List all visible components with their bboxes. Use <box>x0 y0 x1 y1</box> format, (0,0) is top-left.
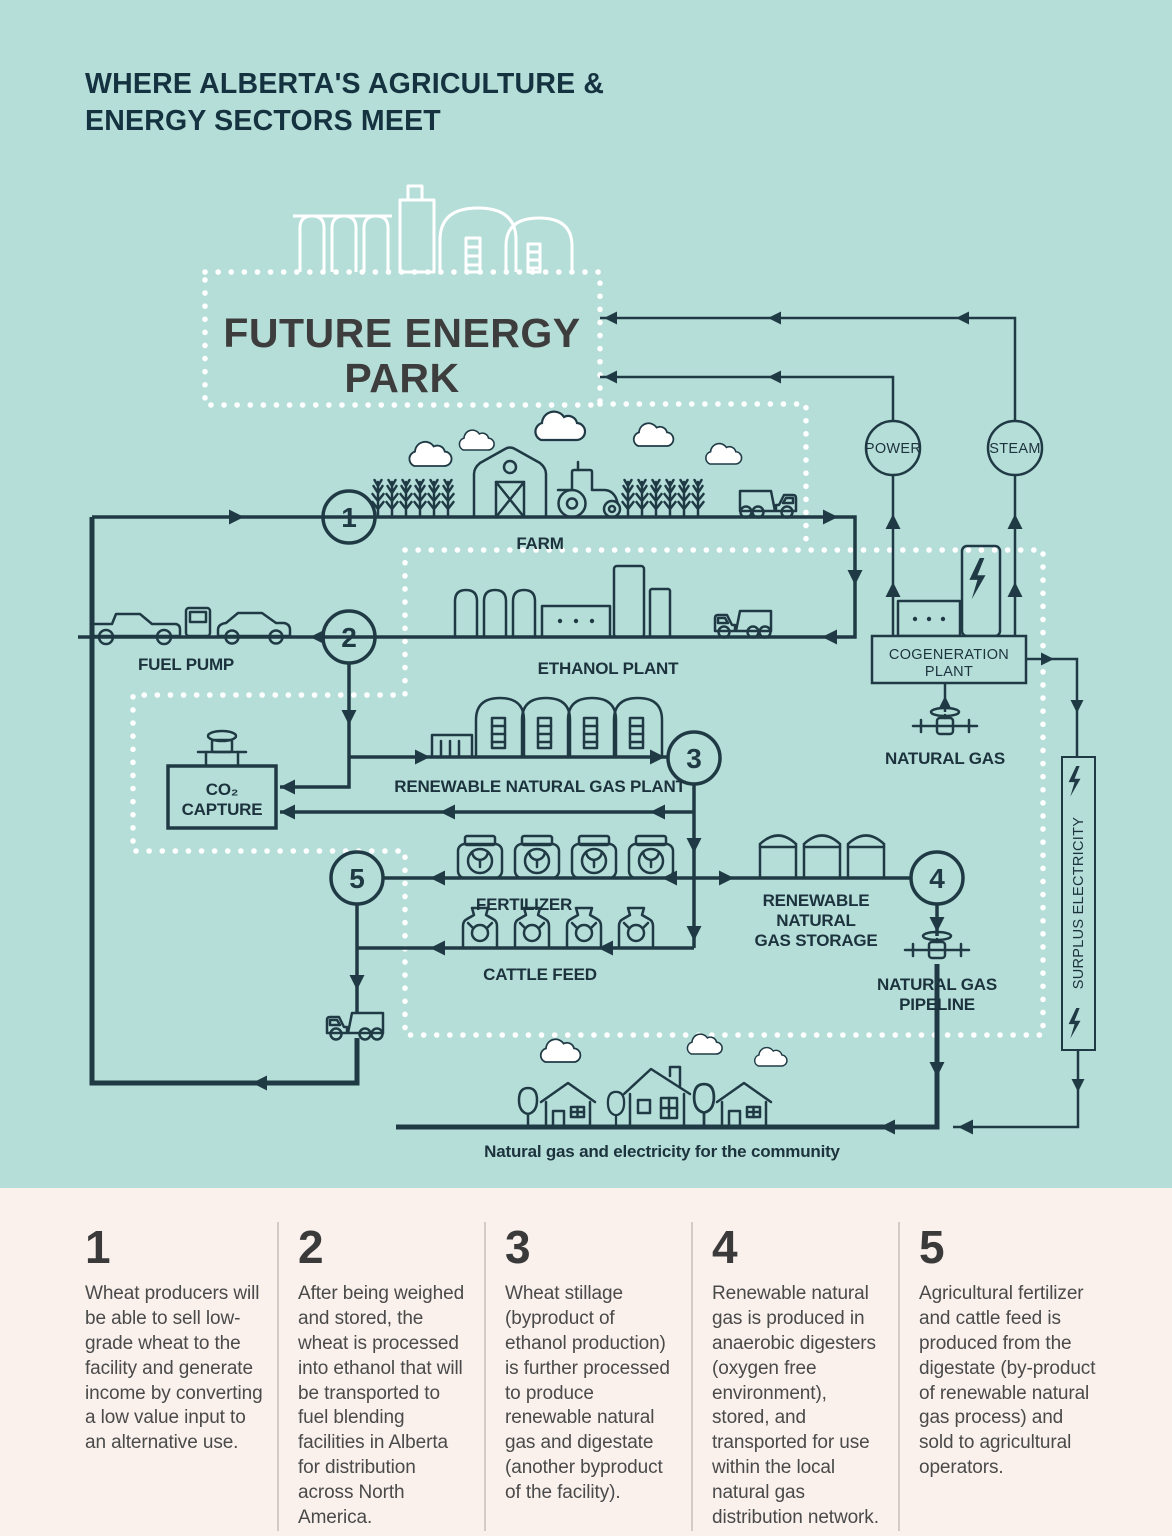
grain-truck-icon <box>738 489 798 519</box>
step-marker-1: 1 <box>321 489 377 545</box>
rng-storage-tanks-icon <box>756 834 888 880</box>
power-node: POWER <box>864 419 922 477</box>
rng-plant-icon <box>430 696 664 759</box>
step-number: 2 <box>298 1221 324 1273</box>
step-number: 5 <box>919 1221 945 1273</box>
co2-label-line1: CO₂ <box>206 780 238 799</box>
surplus-to-community-line <box>953 1050 1080 1129</box>
step-marker-1-number: 1 <box>341 502 357 533</box>
rng-storage-label-line3: GAS STORAGE <box>754 931 877 950</box>
surplus-electricity-box <box>1061 756 1096 1051</box>
ethanol-co2-line <box>280 757 351 789</box>
steam-label: STEAM <box>989 441 1040 457</box>
digestate-truck-icon <box>325 1011 385 1041</box>
houses-icon <box>517 1065 773 1129</box>
co2-capture-node: CO₂ CAPTURE <box>166 729 278 830</box>
step-text: Renewable natural gas is produced in ana… <box>712 1283 879 1528</box>
title-line-1: WHERE ALBERTA'S AGRICULTURE & <box>85 68 605 100</box>
step-text: Wheat producers will be able to sell low… <box>85 1283 263 1454</box>
tractor-icon <box>556 460 622 519</box>
step-number: 3 <box>505 1221 531 1273</box>
ethanol-plant-icon <box>453 564 773 639</box>
power-line <box>600 375 895 636</box>
power-circle <box>864 419 922 477</box>
co2-capture-box <box>166 764 278 830</box>
digestate-return-loop-line <box>89 517 360 1086</box>
step-column-2: 2 After being weighed and stored, the wh… <box>277 1222 484 1531</box>
steam-node: STEAM <box>986 419 1044 477</box>
cloud-icon <box>408 410 743 467</box>
title-line-2: ENERGY SECTORS MEET <box>85 105 441 137</box>
cogeneration-icon <box>896 544 1002 638</box>
step-marker-3: 3 <box>666 730 722 786</box>
surplus-electricity-label: SURPLUS ELECTRICITY <box>1071 817 1087 990</box>
park-name-line2: PARK <box>344 355 459 401</box>
rng-plant-label: RENEWABLE NATURAL GAS PLANT <box>394 777 686 796</box>
cogen-to-surplus-line <box>1026 657 1079 757</box>
step-number: 4 <box>712 1221 738 1273</box>
step-marker-4-number: 4 <box>929 863 945 894</box>
step-markers: 1 2 3 4 5 <box>321 489 965 906</box>
park-name-line1: FUTURE ENERGY <box>223 310 580 356</box>
ethanol-plant-label: ETHANOL PLANT <box>538 659 679 678</box>
co2-label-line2: CAPTURE <box>182 800 263 819</box>
step-text: Wheat stillage (byproduct of ethanol pro… <box>505 1283 670 1503</box>
barn-icon <box>472 446 548 519</box>
rng-storage-label-line2: NATURAL <box>776 911 856 930</box>
lightning-bolt-icon <box>969 558 986 600</box>
dotted-site-outline <box>130 547 1046 1038</box>
cattle-feed-label: CATTLE FEED <box>483 965 597 984</box>
power-label: POWER <box>865 441 921 457</box>
cogeneration-node: COGENERATION PLANT <box>870 544 1028 736</box>
fuel-pump-icon <box>90 606 292 646</box>
steps-columns: 1 Wheat producers will be able to sell l… <box>0 1188 1172 1531</box>
step-marker-5-number: 5 <box>349 863 365 894</box>
ethanol-truck-icon <box>713 609 773 639</box>
step-marker-4: 4 <box>909 850 965 906</box>
surplus-electricity-node: SURPLUS ELECTRICITY <box>1061 756 1096 1051</box>
cattle-feed-bags-icon <box>461 906 655 950</box>
step-marker-2-number: 2 <box>341 622 357 653</box>
cogeneration-box <box>870 634 1028 685</box>
step-column-3: 3 Wheat stillage (byproduct of ethanol p… <box>484 1222 691 1531</box>
flow-diagram: FUTURE ENERGY PARK <box>78 184 1096 1161</box>
steam-circle <box>986 419 1044 477</box>
fuel-pump-label: FUEL PUMP <box>138 655 234 674</box>
step-column-4: 4 Renewable natural gas is produced in a… <box>691 1222 898 1531</box>
community-label: Natural gas and electricity for the comm… <box>484 1142 840 1161</box>
cogeneration-label-line2: PLANT <box>925 664 973 680</box>
step-text: After being weighed and stored, the whea… <box>298 1283 465 1528</box>
step-number: 1 <box>85 1221 111 1273</box>
steps-panel: 1 Wheat producers will be able to sell l… <box>0 1188 1172 1536</box>
cogeneration-label-line1: COGENERATION <box>889 647 1009 663</box>
farm-label: FARM <box>516 534 563 553</box>
cloud-icon <box>539 1033 788 1067</box>
dotted-stub <box>597 401 809 551</box>
steam-line <box>600 316 1017 636</box>
step-marker-2: 2 <box>321 609 377 665</box>
future-energy-park-icon <box>293 184 574 274</box>
natural-gas-label: NATURAL GAS <box>885 749 1005 768</box>
rng-storage-label-line1: RENEWABLE <box>763 891 870 910</box>
step-column-5: 5 Agricultural fertilizer and cattle fee… <box>898 1222 1110 1531</box>
step-marker-5: 5 <box>329 850 385 906</box>
wheat-field-icon <box>371 478 705 519</box>
pipeline-to-community-line <box>396 964 940 1130</box>
pipeline-label-line1: NATURAL GAS <box>877 975 997 994</box>
pipeline-label-line2: PIPELINE <box>899 995 975 1014</box>
co2-valve-icon <box>196 729 248 768</box>
farm-icon <box>371 410 798 519</box>
step-column-1: 1 Wheat producers will be able to sell l… <box>85 1222 277 1531</box>
flow-arrowheads <box>229 311 1085 1135</box>
step-marker-3-number: 3 <box>686 743 702 774</box>
fertilizer-label: FERTILIZER <box>476 895 572 914</box>
community-icon <box>325 1011 788 1129</box>
fertilizer-jars-icon <box>456 834 675 880</box>
page-title: WHERE ALBERTA'S AGRICULTURE & ENERGY SEC… <box>85 66 604 140</box>
step-text: Agricultural fertilizer and cattle feed … <box>919 1283 1096 1479</box>
